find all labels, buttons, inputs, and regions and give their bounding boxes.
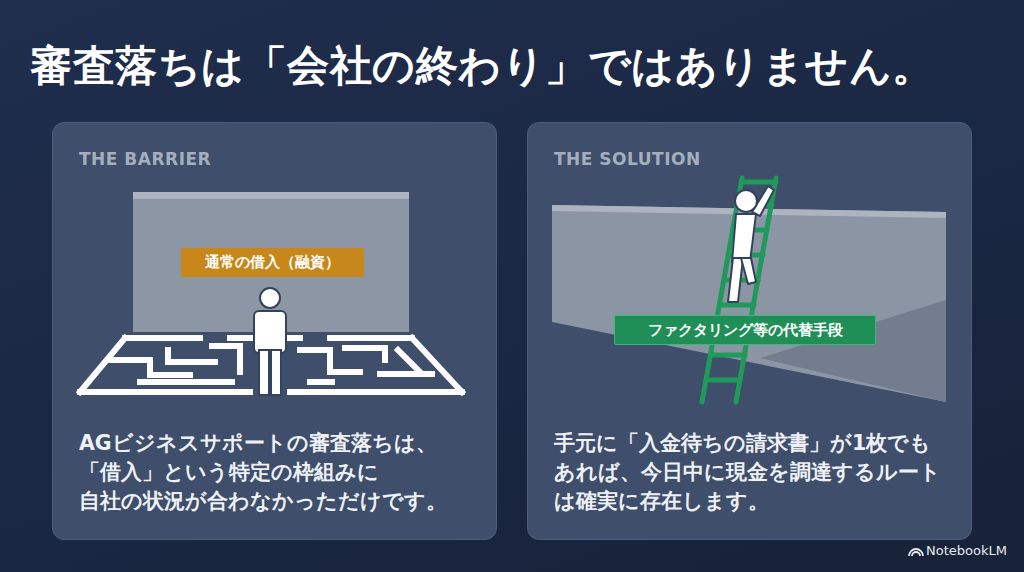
tag-text: ファクタリング等の代替手段: [648, 321, 843, 340]
ladder-rung: [729, 253, 763, 258]
ladder-rung: [715, 328, 749, 333]
tag-text: 通常の借入（融資）: [205, 253, 340, 272]
person-body: [254, 311, 286, 353]
wall-top: [552, 205, 946, 218]
person-leg: [728, 258, 743, 302]
ladder-rung: [733, 228, 767, 233]
maze-floor: [80, 338, 462, 392]
person-head: [260, 288, 280, 308]
person-leg: [741, 258, 756, 284]
maze-line: [80, 338, 462, 392]
barrier-wall: [133, 192, 409, 332]
maze-line: [398, 350, 420, 372]
watermark: NotebookLM: [926, 543, 1007, 558]
ladder-rung: [724, 278, 758, 283]
person-body: [732, 214, 756, 262]
barrier-panel: THE BARRIER AGビジネスサポートの審査落ちは、 「借入」という特定の枠…: [52, 122, 497, 540]
person-arm: [752, 186, 774, 216]
ladder-rung: [706, 378, 740, 383]
label-tag: 通常の借入（融資）: [181, 248, 364, 277]
panel-heading: THE SOLUTION: [554, 149, 701, 169]
panel-body: 手元に「入金待ちの請求書」が1枚でも あれば、今日中に現金を調達するルート は確…: [554, 429, 954, 516]
maze-line: [140, 379, 232, 385]
label-tag: ファクタリング等の代替手段: [614, 315, 876, 345]
solution-panel: THE SOLUTION 手元に「入金待ちの請求書」が1枚でも あれば、今日中に現…: [527, 122, 972, 540]
maze-line: [125, 335, 412, 341]
ladder-rail: [736, 178, 776, 402]
maze-line: [345, 348, 385, 360]
person-figure: [254, 288, 286, 395]
maze-line: [212, 346, 240, 372]
person-head: [735, 190, 757, 212]
maze-line: [108, 360, 190, 375]
panel-heading: THE BARRIER: [79, 149, 211, 169]
solution-wall: [552, 205, 946, 402]
ladder: [702, 178, 776, 402]
maze-line: [300, 350, 360, 372]
ladder-rung: [738, 203, 772, 208]
maze-line: [168, 350, 215, 362]
maze-line: [80, 389, 462, 395]
person-leg: [259, 350, 269, 395]
watermark-icon: [909, 549, 923, 556]
ladder-rung: [711, 353, 745, 358]
wall-top: [133, 192, 409, 199]
person-leg: [271, 350, 281, 395]
maze-line: [380, 371, 432, 377]
wall-shadow: [760, 300, 946, 402]
icon-arc: [909, 549, 923, 556]
maze-line: [310, 379, 332, 385]
ladder-rail: [702, 178, 742, 402]
ladder-rung: [720, 303, 754, 308]
climbing-person: [728, 186, 774, 302]
icon-arc: [912, 552, 920, 556]
ladder-rung: [742, 180, 776, 185]
slide-title: 審査落ちは「会社の終わり」ではありません。: [30, 38, 935, 94]
panel-body: AGビジネスサポートの審査落ちは、 「借入」という特定の枠組みに 自社の状況が合…: [79, 429, 479, 516]
